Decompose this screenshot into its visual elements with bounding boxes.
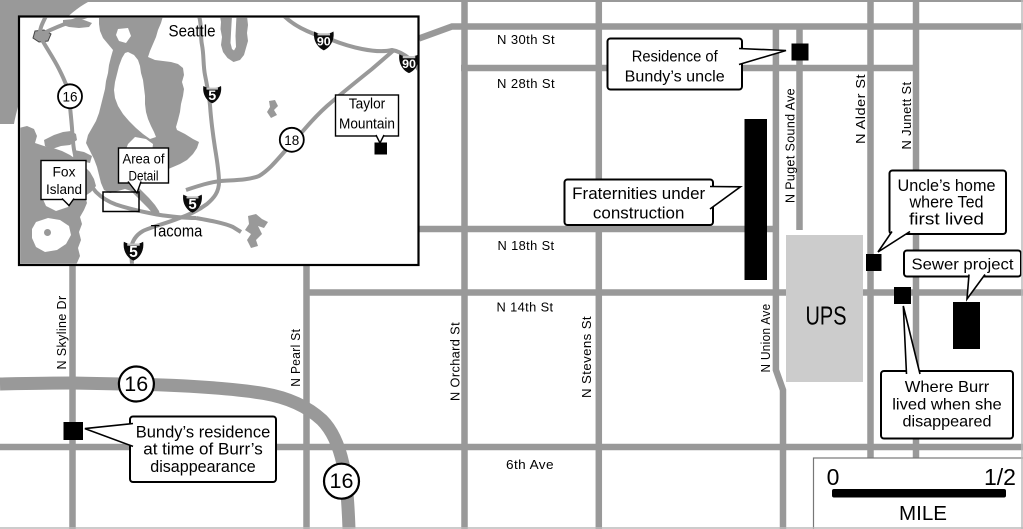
svg-text:Tacoma: Tacoma	[151, 223, 203, 241]
svg-text:MILE: MILE	[899, 503, 947, 525]
svg-text:N Pearl St: N Pearl St	[288, 329, 303, 387]
svg-text:N Union Ave: N Union Ave	[758, 304, 773, 373]
svg-text:16: 16	[124, 372, 148, 396]
svg-text:at time of Burr’s: at time of Burr’s	[143, 440, 263, 459]
svg-text:Island: Island	[46, 182, 82, 197]
svg-text:Fraternities under: Fraternities under	[572, 185, 706, 203]
svg-text:16: 16	[330, 469, 354, 493]
svg-text:UPS: UPS	[806, 303, 847, 331]
svg-text:Residence of: Residence of	[632, 49, 719, 66]
svg-text:Bundy’s residence: Bundy’s residence	[136, 422, 271, 441]
svg-text:disappearance: disappearance	[150, 457, 256, 476]
svg-text:where Ted: where Ted	[909, 194, 984, 212]
svg-text:Where Burr: Where Burr	[905, 379, 990, 396]
svg-text:N Skyline Dr: N Skyline Dr	[54, 295, 69, 369]
svg-text:N 18th St: N 18th St	[498, 238, 555, 253]
svg-text:5: 5	[188, 196, 196, 213]
svg-text:N Junett St: N Junett St	[899, 82, 914, 150]
svg-text:N 14th St: N 14th St	[497, 300, 554, 315]
svg-text:16: 16	[62, 89, 77, 104]
svg-text:Bundy’s uncle: Bundy’s uncle	[625, 69, 725, 86]
svg-text:18: 18	[284, 133, 299, 148]
svg-text:Seattle: Seattle	[169, 23, 216, 41]
svg-text:N Puget Sound Ave: N Puget Sound Ave	[783, 88, 798, 203]
svg-text:90: 90	[317, 34, 331, 48]
svg-text:90: 90	[402, 57, 416, 71]
svg-text:Mountain: Mountain	[339, 117, 395, 133]
svg-text:N Alder St: N Alder St	[853, 74, 868, 144]
svg-text:disappeared: disappeared	[903, 414, 992, 431]
svg-text:5: 5	[208, 88, 216, 104]
svg-text:0: 0	[827, 464, 840, 490]
svg-text:Detail: Detail	[129, 169, 159, 184]
svg-text:Taylor: Taylor	[349, 97, 386, 113]
svg-text:Fox: Fox	[53, 165, 76, 180]
svg-text:Area of: Area of	[123, 152, 165, 167]
svg-text:N Stevens St: N Stevens St	[579, 316, 594, 398]
svg-text:N Orchard St: N Orchard St	[448, 322, 463, 401]
svg-text:N 28th St: N 28th St	[497, 76, 555, 91]
svg-text:Uncle’s home: Uncle’s home	[898, 177, 996, 195]
svg-text:first lived: first lived	[909, 211, 984, 229]
svg-text:5: 5	[129, 244, 138, 261]
svg-text:lived when she: lived when she	[892, 397, 1002, 414]
svg-text:construction: construction	[593, 204, 685, 222]
svg-text:Sewer project: Sewer project	[912, 257, 1015, 274]
svg-text:1/2: 1/2	[984, 464, 1016, 490]
svg-text:N 30th St: N 30th St	[497, 32, 555, 47]
svg-text:6th Ave: 6th Ave	[506, 457, 554, 472]
